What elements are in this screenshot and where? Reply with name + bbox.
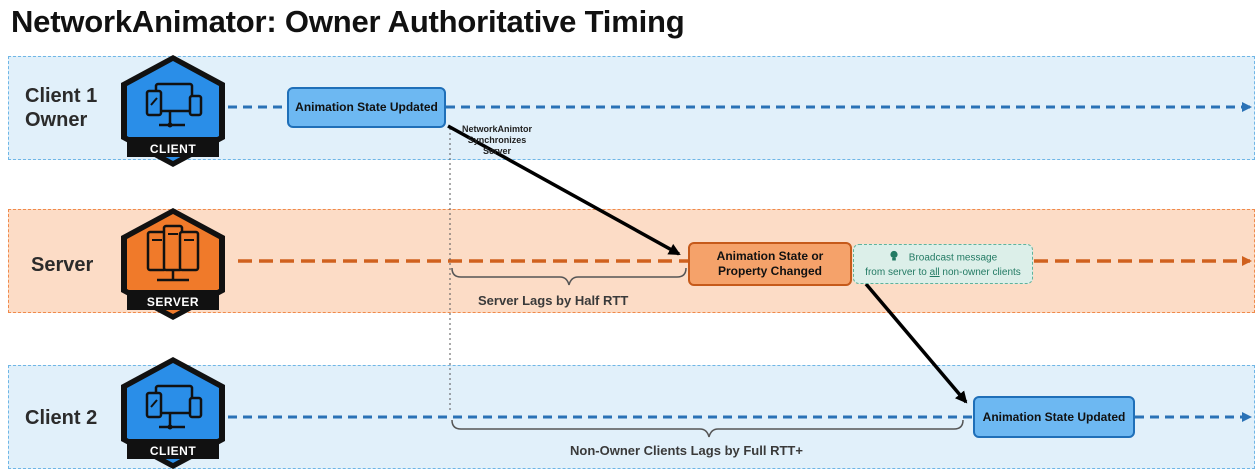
sync-arrow [447,124,681,256]
client1-label-line1: Client 1 [25,85,98,107]
server-state-changed-box: Animation State or Property Changed [688,242,852,286]
broadcast-note: Broadcast message from server to all non… [853,244,1033,284]
client1-label-line2: Owner [25,109,88,131]
server-badge-label: SERVER [146,295,200,309]
page-title: NetworkAnimator: Owner Authoritative Tim… [11,4,685,39]
broadcast-note-post: non-owner clients [939,267,1021,278]
sync-note-line2: Synchronizes [467,135,527,145]
server-lag-brace [451,267,687,286]
client-lag-label: Non-Owner Clients Lags by Full RTT+ [570,443,803,458]
server-lag-label: Server Lags by Half RTT [478,293,629,308]
client2-label: Client 2 [25,407,98,429]
sync-note-line1: NetworkAnimtor [461,124,532,134]
server-label: Server [31,254,94,276]
owner-state-updated-box: Animation State Updated [287,87,446,128]
client1-label: Client 1 Owner [25,84,97,132]
client2-badge: CLIENT [113,353,233,473]
client1-badge: CLIENT [113,51,233,171]
broadcast-note-line1: Broadcast message [854,250,1032,266]
broadcast-arrow [864,282,968,404]
broadcast-note-text1: Broadcast message [908,252,998,264]
client1-badge-label: CLIENT [149,142,197,156]
lightbulb-icon [889,250,899,266]
server-state-changed-line2: Property Changed [717,264,822,278]
server-state-changed-line1: Animation State or [716,249,824,263]
server-rack-icon [146,224,200,282]
client-lag-brace [451,419,964,438]
server-badge: SERVER [113,204,233,324]
client2-badge-label: CLIENT [149,444,197,458]
broadcast-note-line2: from server to all non-owner clients [854,266,1032,279]
broadcast-note-pre: from server to [865,267,930,278]
client-devices-icon [145,384,203,430]
broadcast-note-emphasis: all [929,267,940,278]
sync-note: NetworkAnimtor Synchronizes Server [455,124,539,157]
sync-note-line3: Server [482,146,512,156]
client-devices-icon [145,82,203,128]
client2-state-updated-box: Animation State Updated [973,396,1135,438]
